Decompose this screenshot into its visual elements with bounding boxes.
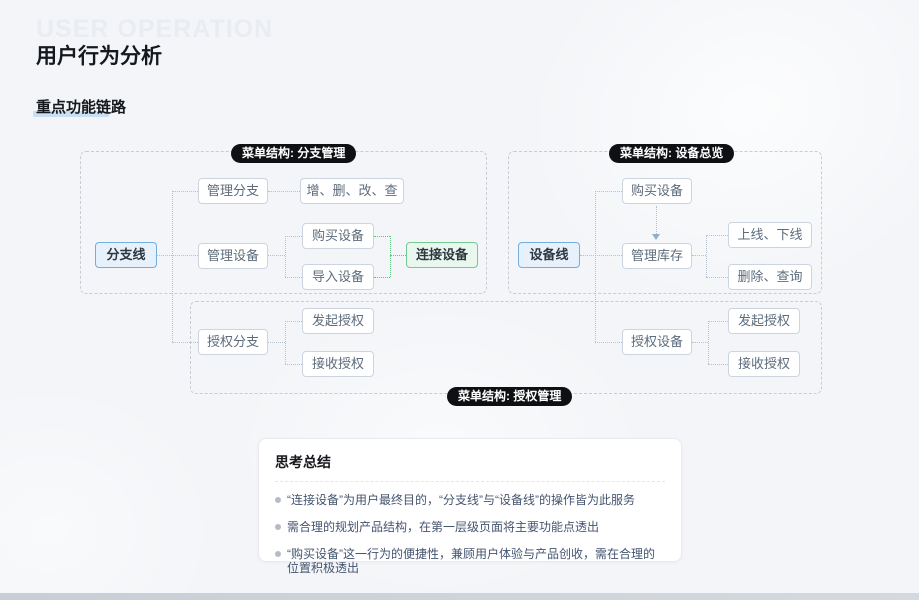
connector-line-green — [374, 277, 390, 278]
summary-bullet-text: “连接设备”为用户最终目的，“分支线”与“设备线”的操作皆为此服务 — [287, 493, 635, 507]
arrow-down-icon — [652, 234, 660, 240]
node-buy-device: 购买设备 — [622, 178, 692, 204]
bullet-dot-icon — [275, 524, 281, 530]
connector-line — [706, 235, 707, 277]
connector-line — [285, 277, 302, 278]
bullet-dot-icon — [275, 497, 281, 503]
background-swirl — [0, 380, 220, 600]
node-import-device: 导入设备 — [302, 264, 374, 290]
node-auth-device: 授权设备 — [622, 329, 692, 355]
connector-line — [706, 277, 728, 278]
connector-line — [708, 364, 728, 365]
bottom-edge-strip — [0, 593, 919, 600]
connector-line — [706, 235, 728, 236]
connector-line — [268, 255, 285, 256]
connector-line — [692, 342, 708, 343]
connector-line-green — [374, 236, 390, 237]
connector-line — [285, 236, 302, 237]
node-crud: 增、删、改、查 — [300, 178, 404, 204]
connector-line — [172, 191, 173, 342]
node-online-offline: 上线、下线 — [728, 222, 812, 248]
summary-bullet: “连接设备”为用户最终目的，“分支线”与“设备线”的操作皆为此服务 — [275, 493, 665, 507]
node-buy-device: 购买设备 — [302, 223, 374, 249]
connector-line — [595, 191, 596, 342]
connector-line — [285, 364, 302, 365]
connector-line — [692, 255, 706, 256]
node-branch-line: 分支线 — [95, 242, 157, 268]
group-label-branch: 菜单结构: 分支管理 — [231, 144, 357, 163]
node-connect-device: 连接设备 — [406, 242, 478, 268]
connector-line — [285, 321, 302, 322]
connector-line — [656, 206, 657, 234]
connector-line — [708, 321, 709, 364]
summary-bullet-text: 需合理的规划产品结构，在第一层级页面将主要功能点透出 — [287, 520, 600, 534]
bullet-dot-icon — [275, 551, 281, 557]
connector-line-green — [390, 236, 391, 277]
summary-bullet: 需合理的规划产品结构，在第一层级页面将主要功能点透出 — [275, 520, 665, 534]
connector-line — [172, 342, 198, 343]
connector-line — [595, 191, 622, 192]
node-device-line: 设备线 — [518, 242, 580, 268]
divider — [275, 481, 665, 482]
section-title-highlight — [33, 111, 109, 117]
node-receive-auth: 接收授权 — [302, 351, 374, 377]
node-initiate-auth: 发起授权 — [302, 308, 374, 334]
group-label-auth: 菜单结构: 授权管理 — [447, 387, 573, 406]
connector-line — [268, 342, 285, 343]
section-title: 重点功能链路 — [36, 99, 127, 116]
summary-bullet: “购买设备”这一行为的便捷性，兼顾用户体验与产品创收，需在合理的位置积极透出 — [275, 547, 665, 575]
connector-line-green — [390, 255, 406, 256]
node-delete-query: 删除、查询 — [728, 264, 812, 290]
summary-card: 思考总结 “连接设备”为用户最终目的，“分支线”与“设备线”的操作皆为此服务 需… — [258, 438, 682, 575]
node-receive-auth: 接收授权 — [728, 351, 800, 377]
watermark-text: USER OPERATION — [36, 15, 274, 43]
node-manage-inventory: 管理库存 — [622, 243, 692, 269]
group-branch-management — [80, 151, 487, 294]
summary-bullet-text: “购买设备”这一行为的便捷性，兼顾用户体验与产品创收，需在合理的位置积极透出 — [287, 547, 655, 575]
connector-line — [708, 321, 728, 322]
connector-line — [580, 255, 622, 256]
node-initiate-auth: 发起授权 — [728, 308, 800, 334]
connector-line — [285, 321, 286, 364]
group-label-device: 菜单结构: 设备总览 — [609, 144, 735, 163]
summary-title: 思考总结 — [275, 454, 331, 470]
connector-line — [157, 255, 198, 256]
connector-line — [268, 191, 300, 192]
node-manage-device: 管理设备 — [198, 243, 268, 269]
connector-line — [285, 236, 286, 277]
connector-line — [172, 191, 198, 192]
node-auth-branch: 授权分支 — [198, 329, 268, 355]
connector-line — [595, 342, 622, 343]
page-title: 用户行为分析 — [36, 45, 162, 68]
node-manage-branch: 管理分支 — [198, 178, 268, 204]
